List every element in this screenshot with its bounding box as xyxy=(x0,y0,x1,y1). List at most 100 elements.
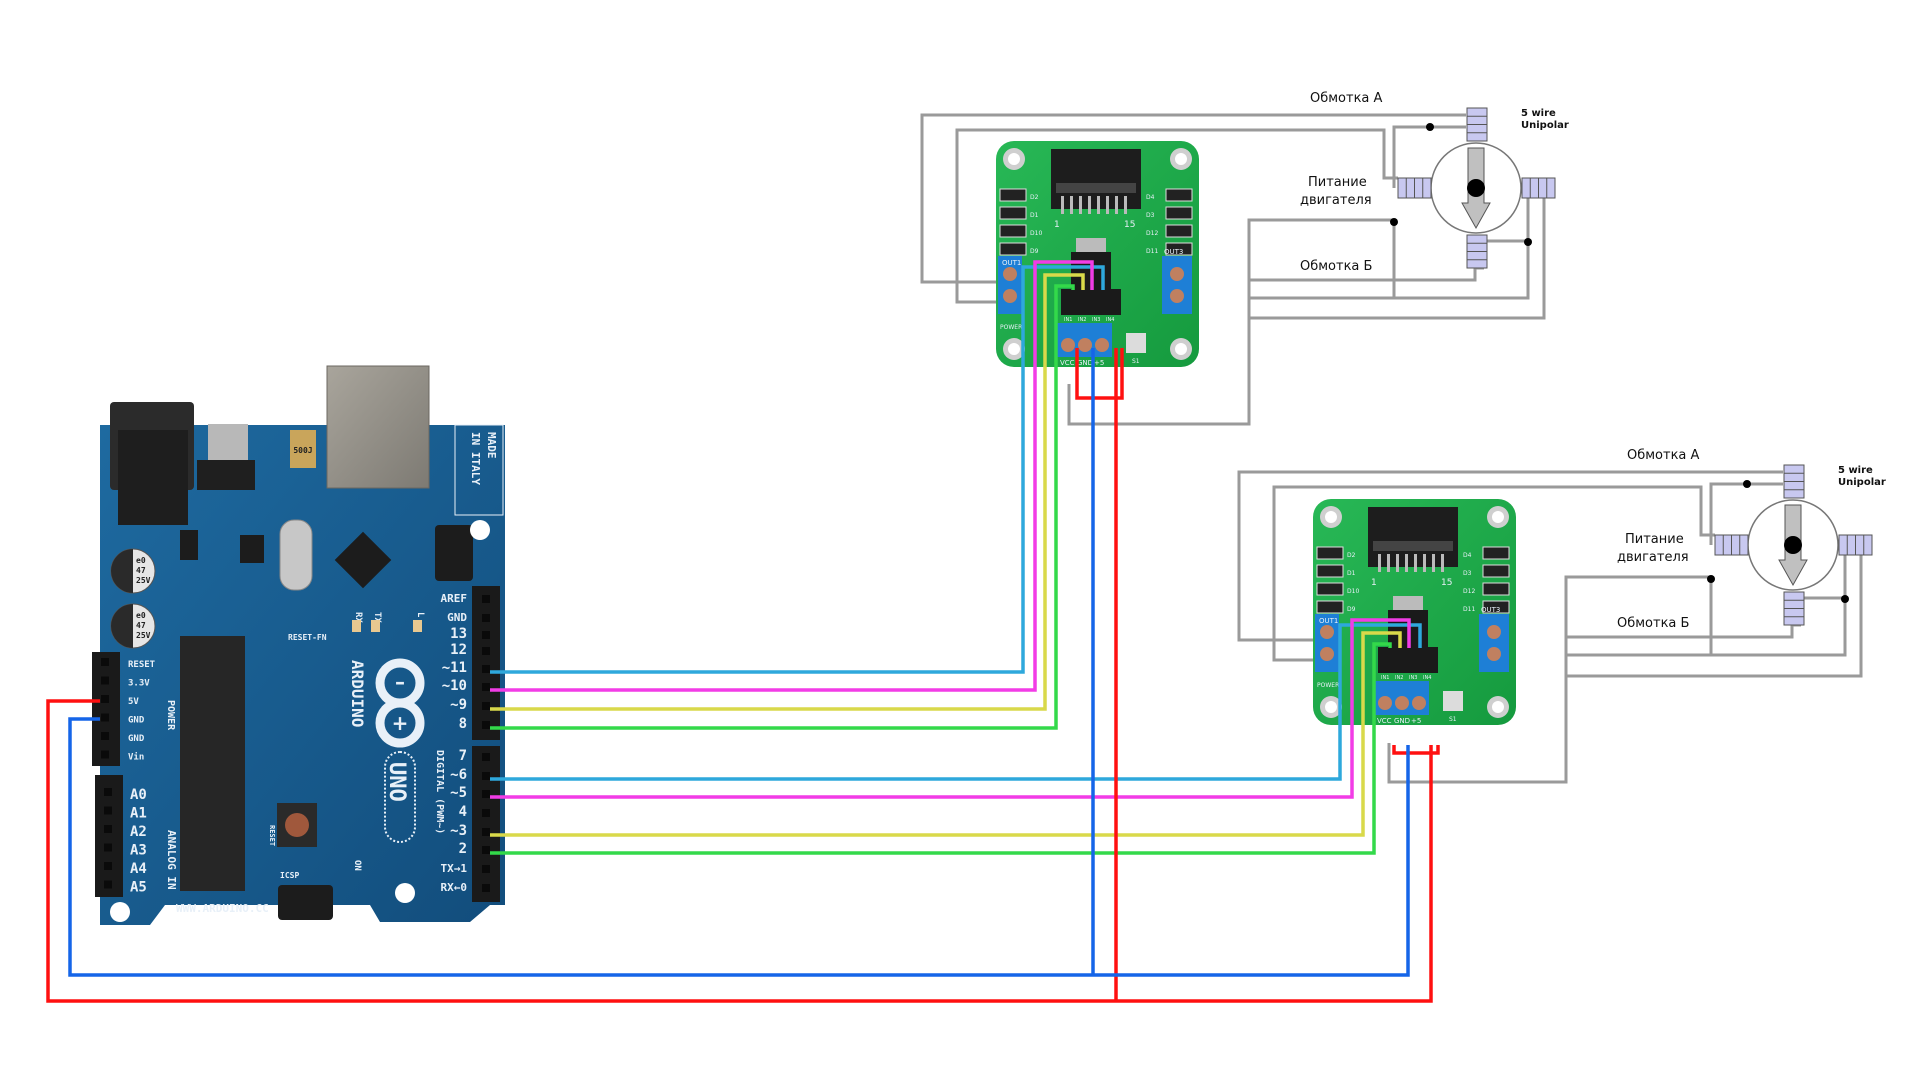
input-label: IN3 xyxy=(1092,317,1100,323)
power-pin-label: 5V xyxy=(128,697,139,707)
junction-dot xyxy=(1841,595,1849,603)
terminal-out3 xyxy=(1479,614,1509,672)
cap-text: e0 xyxy=(136,556,146,565)
header-pin xyxy=(482,595,490,603)
wire-pin10-in3 xyxy=(490,260,1094,692)
digital-pin-label: ~10 xyxy=(442,678,467,694)
digital-header-bottom xyxy=(472,746,500,902)
winding-a-wire-2 xyxy=(955,128,1398,304)
diode xyxy=(1482,600,1510,614)
header-pin xyxy=(104,806,112,815)
motor-wires xyxy=(920,113,1863,784)
chip-pin-1: 1 xyxy=(1371,578,1377,588)
made-in-label: MADE xyxy=(485,432,498,459)
chip-body xyxy=(1056,183,1136,193)
diode-label: D9 xyxy=(1347,606,1356,613)
wire-gnd-main xyxy=(68,717,1410,977)
digital-pin-label: 2 xyxy=(459,841,467,857)
chip-pin xyxy=(1396,554,1399,572)
diode xyxy=(1165,224,1193,238)
chip-pin xyxy=(1441,554,1444,572)
power-pin-label: 3.3V xyxy=(128,679,150,689)
arduino-logo-icon xyxy=(375,658,425,748)
chip-pin-15: 15 xyxy=(1441,578,1452,588)
l-led-label: L xyxy=(415,612,425,618)
screw xyxy=(1170,289,1184,303)
power-terminal-label: VCC xyxy=(1060,359,1075,367)
winding-a-wire-3 xyxy=(1237,470,1783,642)
rx-label: RX xyxy=(353,612,363,623)
diode xyxy=(1316,564,1344,578)
diode xyxy=(1316,546,1344,560)
header-pin xyxy=(101,713,109,722)
heatsink xyxy=(1051,149,1141,209)
digital-pin-label: AREF xyxy=(441,592,468,605)
regulator xyxy=(1076,238,1106,252)
chip-pin xyxy=(1115,196,1118,214)
input-label: IN3 xyxy=(1409,675,1417,681)
digital-pin-label: ~5 xyxy=(450,785,467,801)
junction-dot xyxy=(1524,238,1532,246)
winding-a-wire-4 xyxy=(1272,485,1715,662)
power-terminal-label: VCC xyxy=(1377,717,1392,725)
capacitor-1: e0 47 25V xyxy=(110,548,156,594)
diode xyxy=(999,242,1027,256)
signal-wires xyxy=(46,260,1440,1003)
digital-pin-label: 12 xyxy=(450,642,467,658)
screw xyxy=(1170,267,1184,281)
arduino-model: UNO xyxy=(384,762,409,802)
digital-pin-label: ~3 xyxy=(450,823,467,839)
header-pin xyxy=(101,732,109,740)
reset-fn-label: RESET-FN xyxy=(288,633,327,642)
icsp-label: ICSP xyxy=(280,871,299,880)
input-label: IN4 xyxy=(1423,675,1431,681)
input-header xyxy=(1061,289,1121,315)
regulator xyxy=(1393,596,1423,610)
mount-hole-center xyxy=(1492,701,1504,713)
header-pin xyxy=(104,862,112,870)
chip-pin xyxy=(1432,554,1435,572)
supply-label: Питание xyxy=(1308,175,1367,190)
motor-wire xyxy=(1394,239,1530,300)
winding-b-label: Обмотка Б xyxy=(1617,616,1689,631)
heatsink xyxy=(1368,507,1458,567)
screw xyxy=(1395,696,1409,710)
header-pin xyxy=(101,750,109,759)
power-terminal-label: GND xyxy=(1394,717,1410,725)
fuse-label: 500J xyxy=(293,446,312,455)
out1-label: OUT1 xyxy=(1319,617,1338,625)
supply-label: двигателя xyxy=(1617,550,1689,565)
diode-label: D3 xyxy=(1463,570,1472,577)
made-in-label: IN ITALY xyxy=(469,432,482,485)
switch-s1 xyxy=(1126,333,1146,353)
power-terminal-label: +5 xyxy=(1094,359,1104,367)
header-pin xyxy=(101,695,109,703)
motor-subtype-label: Unipolar xyxy=(1838,477,1886,488)
diode xyxy=(1165,188,1193,202)
digital-pin-label: ~9 xyxy=(450,697,467,713)
mount-hole-center xyxy=(1008,153,1020,165)
analog-pin-label: A1 xyxy=(130,806,147,822)
rotor-shaft xyxy=(1467,179,1485,197)
power-terminal-label: GND xyxy=(1077,359,1093,367)
header-pin xyxy=(482,702,490,710)
arduino-brand: ARDUINO xyxy=(348,660,367,727)
motor-type-label: 5 wire xyxy=(1521,108,1556,119)
wire-pin2-in1 xyxy=(490,642,1392,855)
wire-pin11-in4 xyxy=(490,265,1105,674)
chip-pin xyxy=(1124,196,1127,214)
mount-hole-center xyxy=(1175,153,1187,165)
diode-label: D10 xyxy=(1347,588,1359,595)
diode xyxy=(1316,600,1344,614)
cap-text: 25V xyxy=(136,631,151,640)
digital-pin-label: 13 xyxy=(450,626,467,642)
header-pin xyxy=(101,658,109,666)
power-pin-label: GND xyxy=(128,734,145,744)
